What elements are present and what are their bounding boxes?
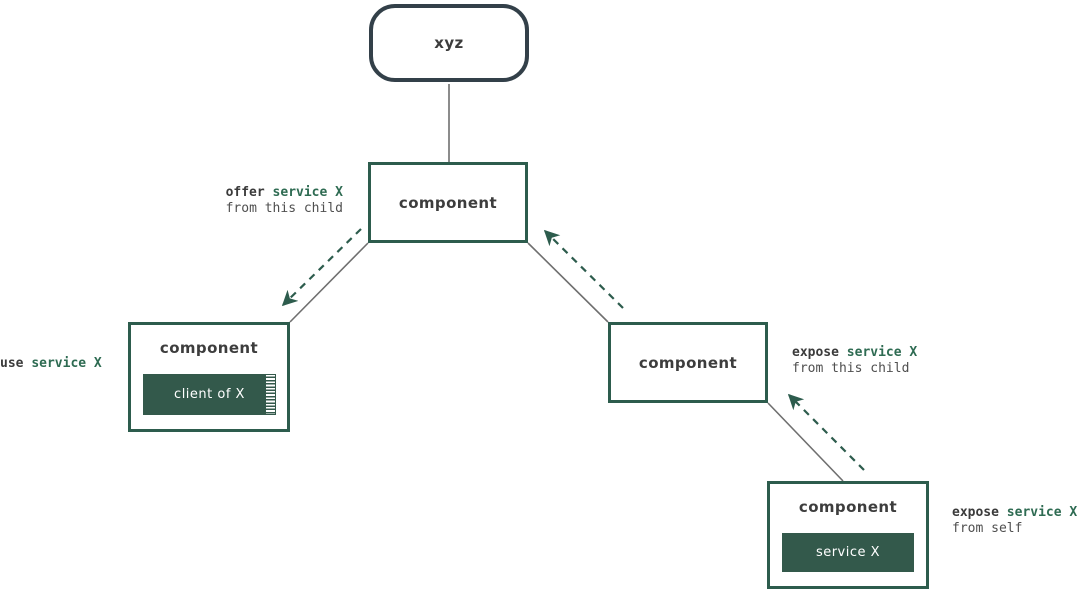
left-component-node: component client of X [128, 322, 290, 432]
right-component-node: component [608, 322, 768, 403]
offer-service-line1: offer service X [225, 185, 343, 200]
expose-from-self-annotation: expose service X from self [952, 505, 1077, 537]
root-node: xyz [369, 4, 529, 82]
tree-edge-parent-left [289, 242, 369, 323]
expose-from-child-line1: expose service X [792, 345, 918, 360]
expose-from-child-annotation: expose service X from this child [792, 345, 917, 377]
grandchild-component-label: component [798, 498, 898, 516]
expose-from-self-arrow [787, 393, 865, 471]
consumer-comb-edge [266, 375, 275, 414]
right-component-label: component [638, 353, 738, 372]
tree-edge-parent-right [527, 242, 609, 323]
offer-service-annotation: offer service X from this child [226, 185, 343, 217]
root-node-label: xyz [434, 34, 464, 52]
expose-from-child-line2: from this child [792, 361, 910, 376]
use-service-annotation: use service X [0, 356, 102, 372]
expose-from-child-arrow [543, 229, 624, 309]
grandchild-component-node: component service X [767, 481, 929, 589]
tree-edge-right-grandchild [767, 402, 844, 482]
parent-component-node: component [368, 162, 528, 243]
client-of-x-label: client of X [174, 387, 245, 402]
use-service-line1: use service X [0, 356, 102, 371]
expose-from-self-line1: expose service X [952, 505, 1078, 520]
offer-service-arrow [281, 228, 362, 307]
parent-component-label: component [398, 193, 498, 212]
offer-service-line2: from this child [225, 201, 343, 216]
expose-from-self-line2: from self [952, 521, 1023, 536]
client-of-x-box: client of X [143, 374, 276, 415]
service-x-label: service X [815, 545, 881, 560]
left-component-label: component [159, 339, 259, 357]
service-x-box: service X [782, 533, 914, 572]
